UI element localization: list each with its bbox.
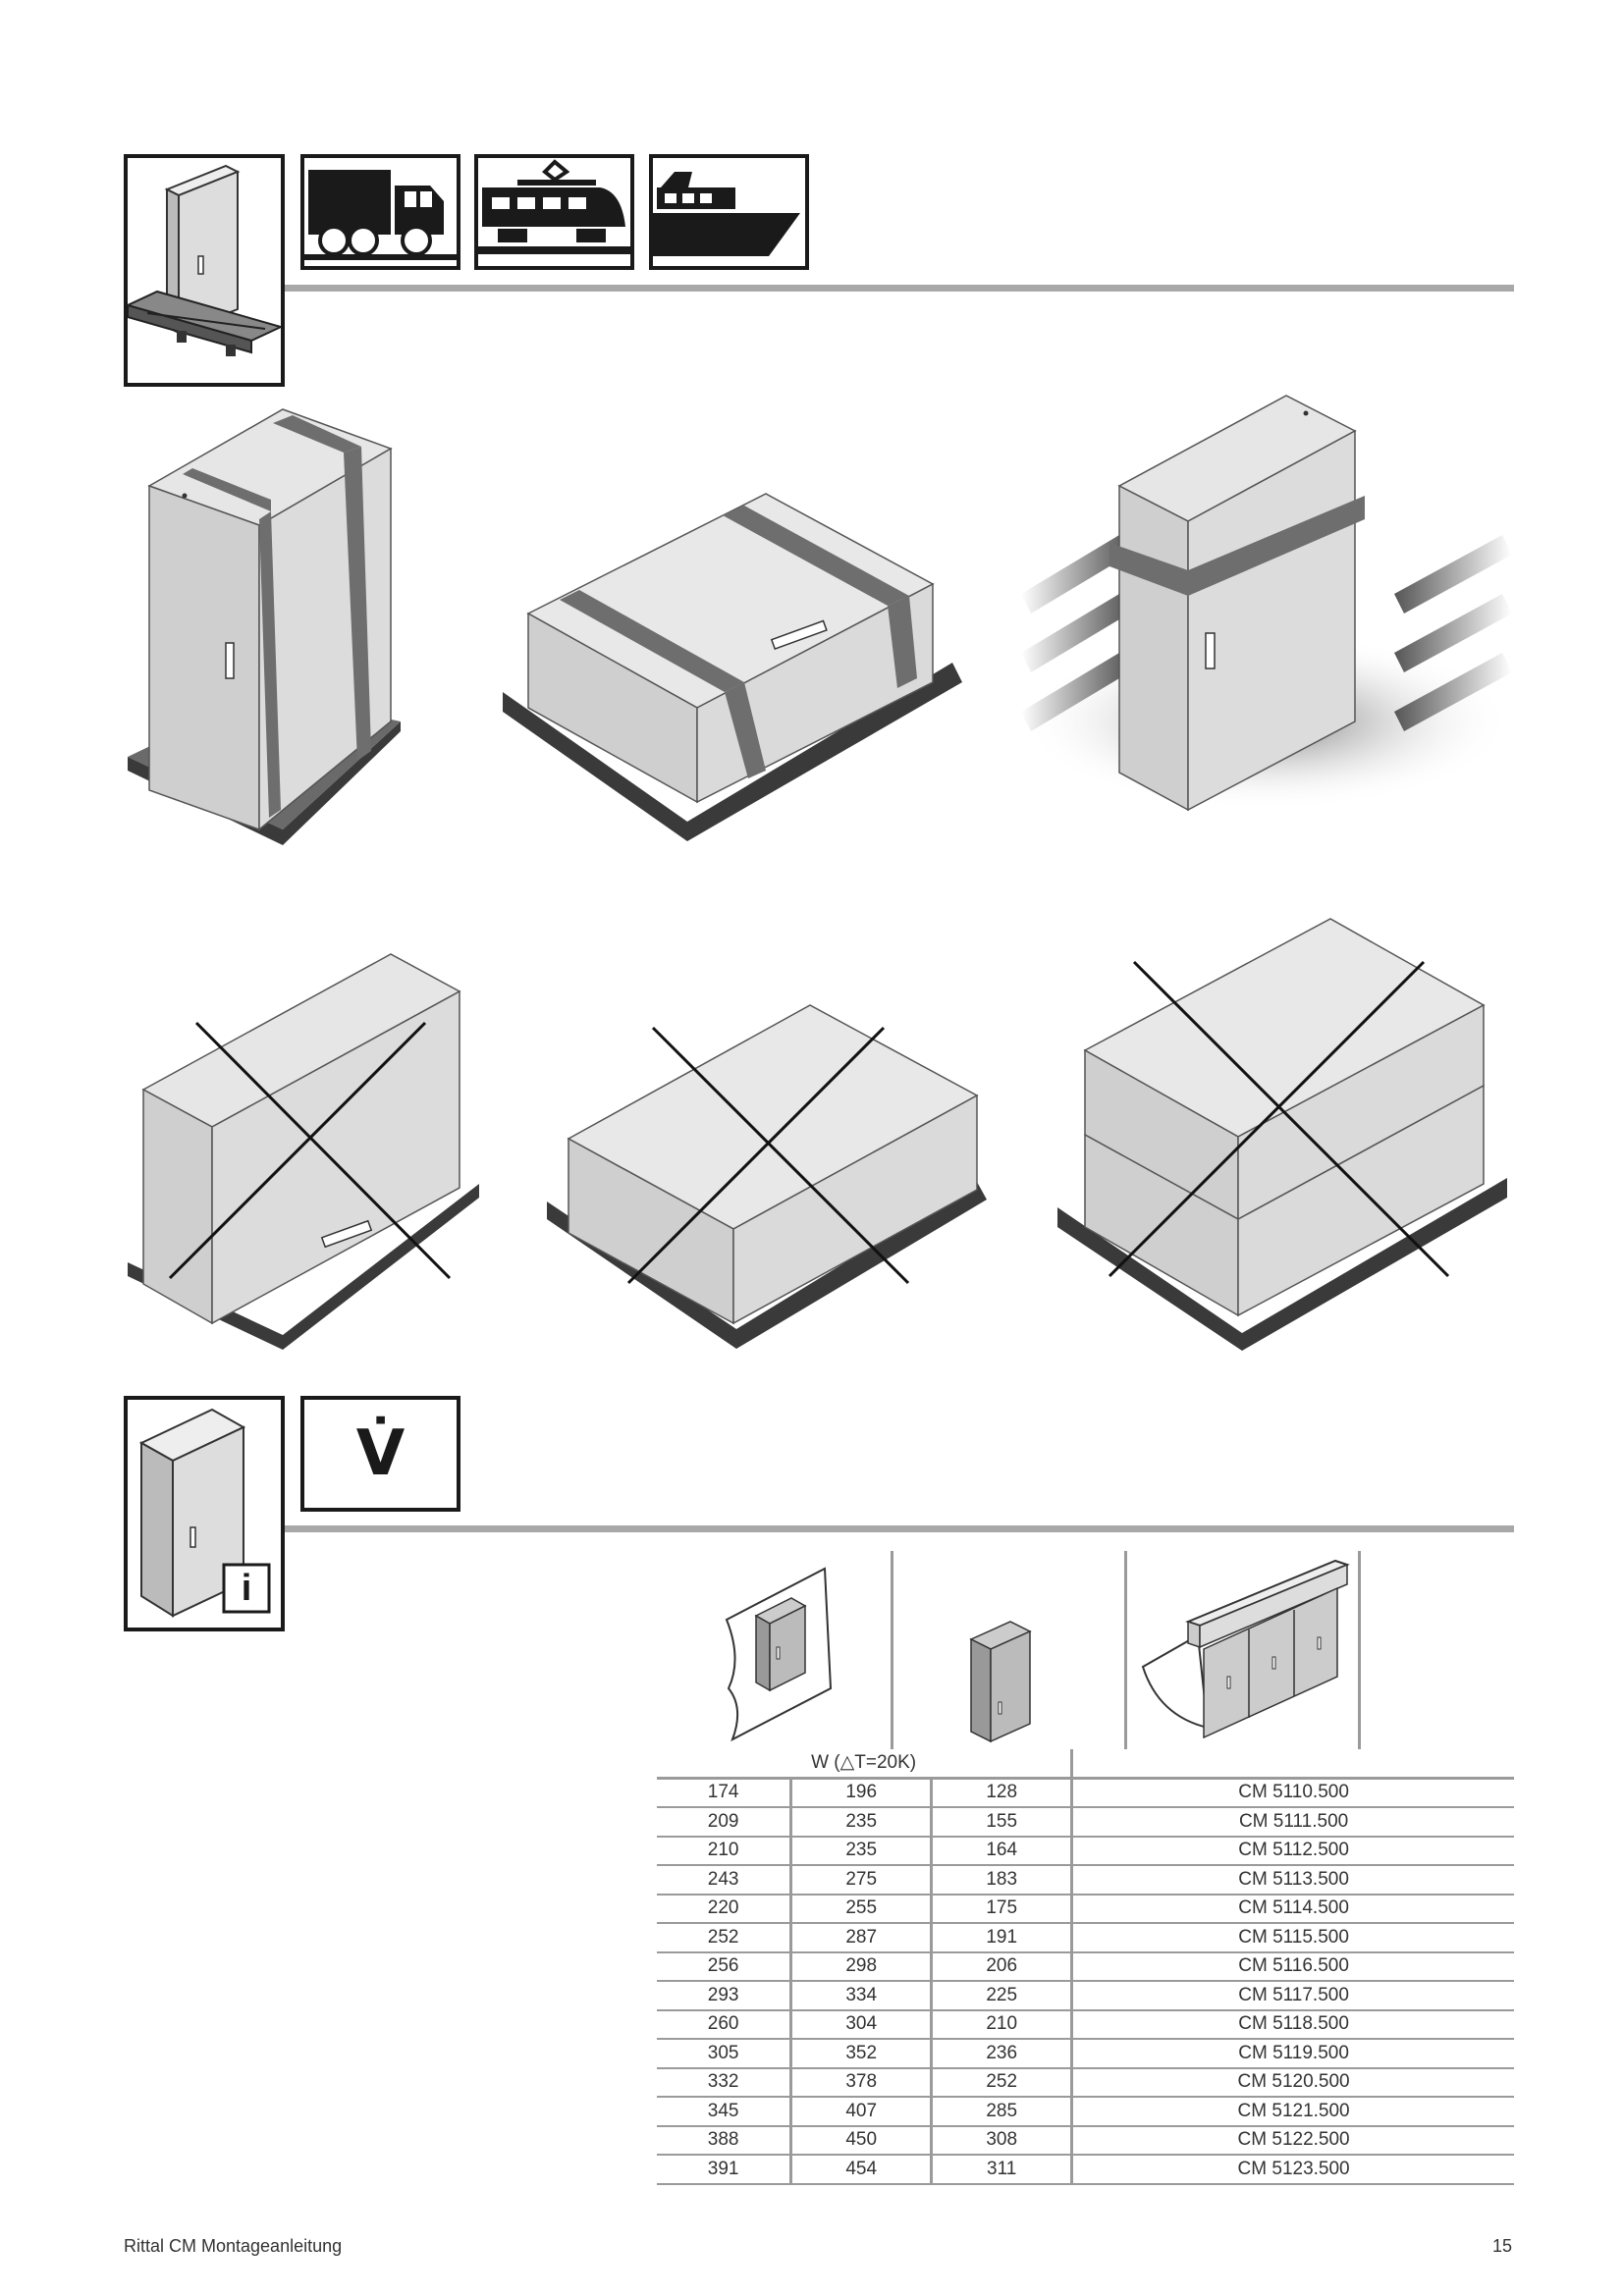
table-cell-value: 210	[930, 2009, 1072, 2040]
table-cell-value: 304	[789, 2009, 932, 2040]
ship-icon	[649, 154, 809, 270]
lying-cabinet-crossed-illustration	[545, 993, 987, 1357]
table-cell-value: 275	[789, 1865, 932, 1896]
table-cell-value: 225	[930, 1981, 1072, 2011]
table-cell-value: 175	[930, 1894, 1072, 1924]
free-standing-cabinet-icon	[967, 1620, 1046, 1747]
table-cell-value: 220	[657, 1894, 791, 1924]
info-badge-label: i	[241, 1568, 252, 1609]
truck-icon	[300, 154, 460, 270]
table-cell-value: 252	[657, 1923, 791, 1953]
cabinet-info-icon: i	[124, 1396, 285, 1631]
table-cell-value: 209	[657, 1807, 791, 1838]
table-cell-value: 256	[657, 1951, 791, 1982]
table-cell-part-number: CM 5121.500	[1070, 2097, 1514, 2127]
table-cell-part-number: CM 5123.500	[1070, 2155, 1514, 2185]
table-cell-value: 174	[657, 1778, 791, 1808]
section-rule-transport	[285, 285, 1514, 292]
table-cell-part-number: CM 5118.500	[1070, 2009, 1514, 2040]
cabinet-on-back-crossed-illustration	[126, 952, 479, 1355]
table-cell-value: 378	[789, 2067, 932, 2098]
table-cell-value: 236	[930, 2039, 1072, 2069]
table-cell-value: 298	[789, 1951, 932, 1982]
table-cell-value: 252	[930, 2067, 1072, 2098]
wall-cabinet-fixed-illustration	[1011, 388, 1512, 820]
table-column-dividers	[657, 1551, 1514, 1749]
table-cell-part-number: CM 5112.500	[1070, 1836, 1514, 1866]
table-cell-value: 287	[789, 1923, 932, 1953]
table-cell-value: 255	[789, 1894, 932, 1924]
table-cell-value: 391	[657, 2155, 791, 2185]
table-cell-value: 210	[657, 1836, 791, 1866]
table-cell-value: 407	[789, 2097, 932, 2127]
table-cell-value: 305	[657, 2039, 791, 2069]
airflow-symbol-icon: V̇	[300, 1396, 460, 1512]
airflow-symbol-label: V̇	[355, 1417, 406, 1490]
page-number: 15	[1491, 2236, 1512, 2256]
table-cell-part-number: CM 5116.500	[1070, 1951, 1514, 1982]
table-cell-value: 243	[657, 1865, 791, 1896]
table-header-row: W (△T=20K)	[657, 1749, 1514, 1780]
train-icon	[474, 154, 634, 270]
table-cell-value: 293	[657, 1981, 791, 2011]
table-cell-value: 352	[789, 2039, 932, 2069]
table-cell-value: 450	[789, 2125, 932, 2156]
table-cell-value: 196	[789, 1778, 932, 1808]
table-cell-value: 235	[789, 1807, 932, 1838]
table-cell-value: 128	[930, 1778, 1072, 1808]
table-cell-part-number: CM 5111.500	[1070, 1807, 1514, 1838]
table-cell-value: 334	[789, 1981, 932, 2011]
table-cell-value: 183	[930, 1865, 1072, 1896]
table-cell-value: 332	[657, 2067, 791, 2098]
footer-title: Rittal CM Montageanleitung	[124, 2236, 343, 2256]
stacked-cabinets-crossed-illustration	[1055, 913, 1517, 1355]
cabinet-on-pallet-icon	[124, 154, 285, 387]
table-cell-value: 388	[657, 2125, 791, 2156]
upright-cabinet-strapped-illustration	[126, 398, 410, 849]
table-cell-value: 285	[930, 2097, 1072, 2127]
table-cell-part-number: CM 5122.500	[1070, 2125, 1514, 2156]
table-cell-part-number: CM 5120.500	[1070, 2067, 1514, 2098]
table-cell-value: 235	[789, 1836, 932, 1866]
lying-cabinet-strapped-illustration	[501, 486, 962, 849]
table-cell-part-number: CM 5110.500	[1070, 1778, 1514, 1808]
table-cell-part-number: CM 5113.500	[1070, 1865, 1514, 1896]
wall-mounted-cabinet-icon	[717, 1561, 844, 1747]
baying-cabinet-icon	[1129, 1549, 1355, 1745]
table-cell-part-number: CM 5119.500	[1070, 2039, 1514, 2069]
table-cell-value: 311	[930, 2155, 1072, 2185]
table-cell-value: 260	[657, 2009, 791, 2040]
table-cell-value: 164	[930, 1836, 1072, 1866]
table-cell-value: 191	[930, 1923, 1072, 1953]
table-cell-value: 308	[930, 2125, 1072, 2156]
table-header-power: W (△T=20K)	[657, 1749, 1072, 1780]
section-rule-thermal	[285, 1525, 1514, 1532]
table-cell-value: 206	[930, 1951, 1072, 1982]
table-cell-value: 345	[657, 2097, 791, 2127]
table-header-blank	[1070, 1749, 1514, 1780]
table-cell-value: 454	[789, 2155, 932, 2185]
table-cell-part-number: CM 5117.500	[1070, 1981, 1514, 2011]
table-cell-part-number: CM 5114.500	[1070, 1894, 1514, 1924]
table-cell-value: 155	[930, 1807, 1072, 1838]
table-cell-part-number: CM 5115.500	[1070, 1923, 1514, 1953]
